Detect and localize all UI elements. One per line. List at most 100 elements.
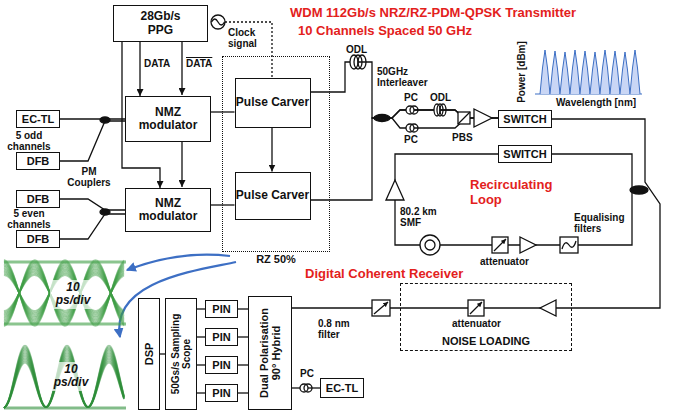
laser-box: DFB xyxy=(16,190,60,208)
annotation-label: Clock signal xyxy=(228,27,272,49)
node-text: NMZ modulator xyxy=(126,106,210,132)
annotation-label: PM Couplers xyxy=(64,166,114,188)
instrument-box: 50Gs/s Sampling Scope xyxy=(165,298,197,410)
eye-pointer-arrow xyxy=(127,255,230,270)
fibre-connector xyxy=(238,392,248,393)
node-text: NOISE LOADING xyxy=(401,335,571,347)
modulator-box: NMZ modulator xyxy=(125,188,211,232)
fibre-connector xyxy=(238,308,248,309)
eye-diagram xyxy=(4,345,126,408)
node-text: Pulse Carver xyxy=(236,96,309,109)
odl-coil xyxy=(434,104,446,116)
laser-box: DFB xyxy=(16,230,60,248)
fibre-connector xyxy=(238,336,248,337)
pc-coil xyxy=(300,384,312,392)
node-text: PIN xyxy=(212,303,230,315)
modulator-box: NMZ modulator xyxy=(125,96,211,142)
pc-coil xyxy=(406,106,418,114)
node-text: DFB xyxy=(27,155,50,167)
odl-coil xyxy=(350,55,366,69)
fibre-connector xyxy=(60,118,125,119)
fibre-connector xyxy=(552,119,660,308)
process-box: Pulse Carver xyxy=(235,172,311,220)
group-region: NOISE LOADING xyxy=(400,283,572,351)
section-heading: Recirculating Loop xyxy=(470,178,570,207)
detector-box: PIN xyxy=(205,384,238,402)
clock-sine xyxy=(212,19,225,25)
annotation-label: DATA xyxy=(144,58,170,69)
fibre-connector xyxy=(311,110,499,200)
node-text: DFB xyxy=(27,193,50,205)
hybrid-box: Dual Polarisation 90° Hybrid xyxy=(248,296,292,410)
amplifier xyxy=(520,237,536,253)
detector-box: PIN xyxy=(205,328,238,346)
node-text: 50Gs/s Sampling Scope xyxy=(170,302,192,406)
recirculating-loop-fibre xyxy=(395,154,632,245)
annotation-label: 50GHz Interleaver xyxy=(377,66,431,88)
node-text: DFB xyxy=(27,233,50,245)
detector-box: PIN xyxy=(205,300,238,318)
section-heading: Digital Coherent Receiver xyxy=(305,267,463,282)
annotation-label: PC xyxy=(404,134,418,145)
fibre-connector xyxy=(197,392,205,393)
equalising-filter-symbol xyxy=(560,237,578,253)
annotation-label: 80.2 km SMF xyxy=(400,206,452,228)
annotation-label: PC xyxy=(300,368,314,379)
node-text: PIN xyxy=(212,359,230,371)
annotation-label: ODL xyxy=(346,44,367,55)
detector-box: PIN xyxy=(205,356,238,374)
clock-line xyxy=(225,22,272,77)
fibre-connector xyxy=(197,336,205,337)
switch-box: SWITCH xyxy=(498,145,552,163)
annotation-label: PBS xyxy=(452,132,473,143)
node-text: Pulse Carver xyxy=(236,189,309,202)
fibre-connector xyxy=(60,121,125,161)
node-text: 28Gb/s PPG xyxy=(133,10,189,36)
data-bar-line xyxy=(181,42,182,95)
node-text: EC-TL xyxy=(326,382,358,394)
fibre-connector xyxy=(238,364,248,365)
node-text: RZ 50% xyxy=(223,253,329,265)
laser-box: EC-TL xyxy=(320,378,364,398)
node-text: SWITCH xyxy=(503,113,546,125)
eye-diagram xyxy=(4,260,126,327)
group-region: RZ 50%Pulse CarverPulse Carver xyxy=(222,56,330,252)
annotation-label: 10 ps/div xyxy=(48,362,94,391)
laser-box: DFB xyxy=(16,152,60,170)
instrument-box: 28Gb/s PPG xyxy=(113,5,208,42)
annotation-label: Power [dBm] xyxy=(516,41,527,103)
pm-coupler xyxy=(100,117,110,123)
loop-coupler xyxy=(630,186,648,194)
fibre-connector xyxy=(271,128,272,172)
data-bar-line xyxy=(181,142,182,187)
annotation-label: ODL xyxy=(430,92,451,103)
pm-coupler xyxy=(100,209,110,215)
annotation-label: PC xyxy=(404,92,418,103)
node-text: PIN xyxy=(212,331,230,343)
fibre-connector xyxy=(139,42,140,96)
amplifier xyxy=(474,109,492,127)
annotation-label: Equalising filters xyxy=(574,212,632,234)
annotation-label: DATA xyxy=(186,58,212,69)
clock-source xyxy=(211,15,225,29)
process-box: Pulse Carver xyxy=(235,78,311,128)
fibre-connector xyxy=(197,364,205,365)
attenuator-symbol xyxy=(468,300,484,316)
node-text: PIN xyxy=(212,387,230,399)
node-text: Dual Polarisation 90° Hybrid xyxy=(258,300,282,406)
annotation-label: attenuator xyxy=(452,318,501,329)
laser-box: EC-TL xyxy=(16,110,60,128)
interleaver-coupler xyxy=(374,115,390,122)
section-heading: 10 Channels Spaced 50 GHz xyxy=(298,24,472,39)
fibre-connector xyxy=(197,308,205,309)
amplifier xyxy=(386,180,404,200)
annotation-label: 5 even channels xyxy=(2,208,56,230)
annotation-label: 5 odd channels xyxy=(2,130,56,152)
polarisation-branch xyxy=(392,118,464,128)
node-text: EC-TL xyxy=(22,113,54,125)
annotation-label: Wavelength [nm] xyxy=(556,97,636,108)
pbs-symbol xyxy=(458,112,470,124)
attenuator-symbol xyxy=(492,237,508,253)
amplifier xyxy=(540,300,556,316)
